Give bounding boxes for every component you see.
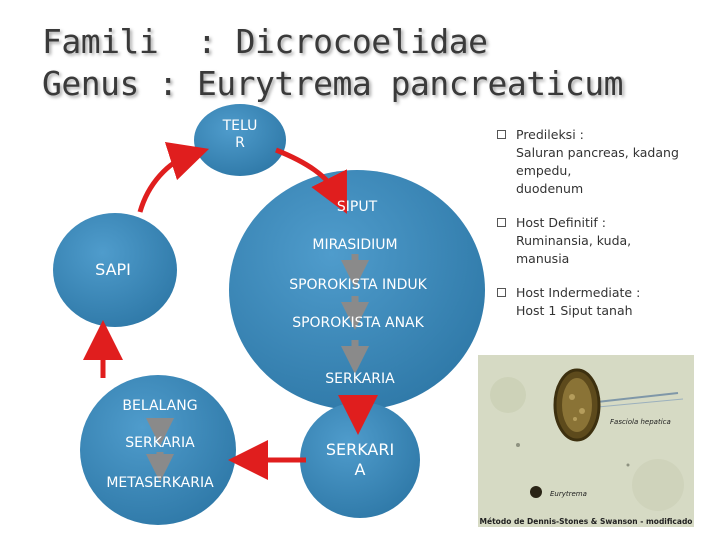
serkaria-free-label: SERKARI A	[325, 440, 395, 479]
bullet-line: Predileksi :	[516, 127, 584, 142]
info-bullets: Predileksi : Saluran pancreas, kadang em…	[497, 126, 712, 336]
arrow-telur-to-siput	[275, 147, 347, 214]
arrow-sapi-to-telur	[137, 142, 210, 213]
photo-caption: Método de Dennis-Stones & Swanson - modi…	[479, 517, 693, 526]
siput-node	[229, 170, 485, 410]
bullet-line: Host Indermediate :	[516, 285, 641, 300]
bullet-line: Ruminansia, kuda,	[516, 233, 632, 248]
bullet-predileksi: Predileksi : Saluran pancreas, kadang em…	[497, 126, 712, 198]
bullet-line: Host Definitif :	[516, 215, 606, 230]
bullet-line: Host 1 Siput tanah	[516, 303, 633, 318]
telur-label: TELU R	[222, 118, 258, 151]
bullet-box-icon	[497, 218, 506, 227]
serkaria-main-label: SERKARIA	[325, 371, 395, 387]
sporokista-induk-label: SPOROKISTA INDUK	[289, 277, 427, 293]
bullet-host-definitif: Host Definitif : Ruminansia, kuda, manus…	[497, 214, 712, 268]
sporokista-anak-label: SPOROKISTA ANAK	[292, 315, 424, 331]
telur-node	[194, 104, 286, 176]
serkaria-free-node	[300, 402, 420, 518]
bullet-box-icon	[497, 288, 506, 297]
bullet-line: empedu,	[516, 163, 572, 178]
siput-label: SIPUT	[336, 199, 378, 215]
bullet-box-icon	[497, 130, 506, 139]
microscope-photo: Fasciola hepatica Eurytrema	[478, 355, 694, 527]
bullet-line: duodenum	[516, 181, 584, 196]
serkaria-belalang-label: SERKARIA	[125, 435, 195, 451]
sapi-node	[53, 213, 177, 327]
eurytrema-label: Eurytrema	[550, 490, 587, 498]
bullet-line: Saluran pancreas, kadang	[516, 145, 679, 160]
bullet-line: manusia	[516, 251, 570, 266]
bullet-host-intermediate: Host Indermediate : Host 1 Siput tanah	[497, 284, 712, 320]
title-genus: Genus : Eurytrema pancreaticum	[42, 64, 624, 103]
mirasidium-label: MIRASIDIUM	[312, 237, 398, 253]
egg-micrograph-image	[478, 355, 694, 527]
fasciola-label: Fasciola hepatica	[610, 418, 671, 426]
sapi-label: SAPI	[95, 260, 131, 279]
belalang-node	[80, 375, 236, 525]
title-family: Famili : Dicrocoelidae	[42, 22, 488, 61]
belalang-label: BELALANG	[122, 398, 198, 414]
metaserkaria-label: METASERKARIA	[106, 475, 214, 491]
